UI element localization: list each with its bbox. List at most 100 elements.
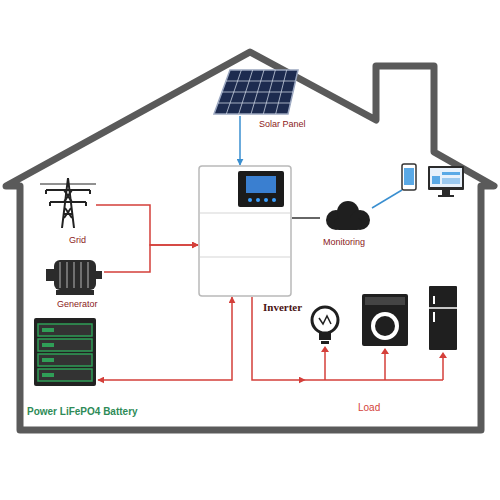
inverter-body bbox=[199, 166, 291, 296]
battery-cabinet-part bbox=[42, 328, 54, 332]
solar-panel-frame bbox=[214, 70, 298, 114]
generator-symbol-part bbox=[59, 262, 61, 288]
washer-symbol-part bbox=[365, 297, 405, 305]
generator-symbol-part bbox=[66, 262, 68, 288]
component-icon bbox=[32, 318, 98, 386]
battery-cabinet-part bbox=[38, 339, 92, 351]
component-icon bbox=[198, 165, 292, 297]
fridge-symbol-part bbox=[429, 307, 457, 309]
generator-symbol-part bbox=[80, 262, 82, 288]
generator-symbol-part bbox=[46, 269, 55, 281]
component-node: Monitoring bbox=[320, 200, 374, 232]
component-icon-part bbox=[226, 81, 296, 82]
component-label: Inverter bbox=[262, 301, 303, 313]
monitor-chart bbox=[432, 176, 440, 184]
fridge-symbol-part bbox=[433, 312, 435, 322]
fridge-symbol bbox=[429, 286, 457, 350]
load-arrowheads-part bbox=[381, 348, 389, 354]
power-connector bbox=[98, 297, 232, 380]
battery-cabinet-part bbox=[38, 324, 92, 336]
inverter-body-part bbox=[248, 198, 252, 202]
cloud-symbol-part bbox=[334, 218, 362, 230]
bulb-symbol-part bbox=[321, 341, 329, 344]
bulb-symbol bbox=[312, 307, 338, 344]
component-label: Solar Panel bbox=[258, 120, 307, 130]
cloud-symbol bbox=[326, 201, 370, 230]
phone-screen bbox=[404, 168, 414, 185]
generator-symbol-part bbox=[54, 260, 96, 290]
power-connector bbox=[292, 217, 320, 219]
washer-symbol-part bbox=[371, 312, 399, 340]
component-label: Monitoring bbox=[322, 238, 366, 248]
component-icon bbox=[305, 282, 465, 386]
load-bus bbox=[305, 350, 443, 380]
inverter-body-part bbox=[199, 166, 291, 296]
washer-symbol-part bbox=[375, 316, 395, 336]
component-node: Power LiFePO4 Battery bbox=[32, 318, 98, 386]
component-icon-part bbox=[222, 92, 293, 93]
component-icon-part bbox=[218, 103, 291, 104]
battery-cabinet-part bbox=[38, 354, 92, 366]
inverter-body-part bbox=[272, 198, 276, 202]
component-label: Load bbox=[357, 402, 381, 413]
inverter-body-part bbox=[200, 257, 290, 258]
pylon-symbol-part bbox=[46, 190, 90, 218]
battery-cabinet-part bbox=[42, 373, 54, 377]
component-label: Generator bbox=[56, 300, 99, 310]
power-connector bbox=[252, 297, 305, 380]
generator-symbol-part bbox=[87, 262, 89, 288]
inverter-body-part bbox=[238, 171, 284, 207]
component-icon bbox=[44, 256, 104, 296]
component-label: Grid bbox=[68, 236, 87, 246]
component-icon bbox=[208, 68, 300, 116]
load-bus-part bbox=[324, 350, 326, 380]
power-connector bbox=[239, 116, 241, 165]
fridge-symbol-part bbox=[433, 296, 435, 304]
inverter-body-part bbox=[256, 198, 260, 202]
inverter-body-part bbox=[246, 176, 276, 193]
battery-cabinet bbox=[34, 318, 96, 386]
monitor-stand bbox=[442, 190, 450, 195]
generator-symbol-part bbox=[96, 271, 102, 279]
fridge-symbol-part bbox=[429, 286, 457, 350]
load-arrowheads bbox=[321, 346, 447, 358]
pylon-symbol bbox=[40, 178, 96, 228]
monitor-symbol bbox=[428, 166, 464, 190]
battery-cabinet-part bbox=[42, 343, 54, 347]
load-bus-part bbox=[384, 352, 386, 380]
battery-cabinet-part bbox=[38, 369, 92, 381]
power-connector bbox=[96, 205, 198, 245]
phone-symbol bbox=[402, 164, 416, 190]
generator-symbol bbox=[46, 260, 102, 295]
monitor-base bbox=[438, 195, 454, 197]
bulb-symbol-part bbox=[319, 333, 331, 340]
bulb-symbol-part bbox=[312, 307, 338, 333]
monitor-devices bbox=[372, 164, 464, 208]
component-node: Grid bbox=[40, 174, 96, 230]
generator-symbol-part bbox=[56, 290, 94, 295]
inverter-body-part bbox=[264, 198, 268, 202]
washer-symbol bbox=[362, 294, 408, 346]
monitor-link bbox=[372, 190, 402, 208]
bulb-symbol-part bbox=[319, 316, 331, 324]
monitor-screen bbox=[430, 168, 462, 187]
battery-cabinet-part bbox=[42, 358, 54, 362]
component-node: Load bbox=[305, 282, 465, 386]
pylon-symbol-part bbox=[46, 190, 90, 206]
component-icon bbox=[320, 200, 374, 232]
inverter-body-part bbox=[200, 213, 290, 214]
power-connector bbox=[104, 245, 198, 272]
washer-symbol-part bbox=[362, 294, 408, 346]
load-arrowheads-part bbox=[321, 346, 329, 352]
battery-cabinet-part bbox=[34, 318, 96, 386]
load-arrowheads-part bbox=[439, 352, 447, 358]
component-node: Inverter bbox=[198, 165, 292, 297]
component-node: Generator bbox=[44, 256, 104, 296]
monitor-chart bbox=[442, 172, 460, 175]
component-label: Power LiFePO4 Battery bbox=[26, 406, 139, 417]
component-node: Solar Panel bbox=[208, 68, 300, 116]
load-bus-part bbox=[442, 356, 444, 380]
component-icon bbox=[40, 174, 96, 230]
generator-symbol-part bbox=[73, 262, 75, 288]
